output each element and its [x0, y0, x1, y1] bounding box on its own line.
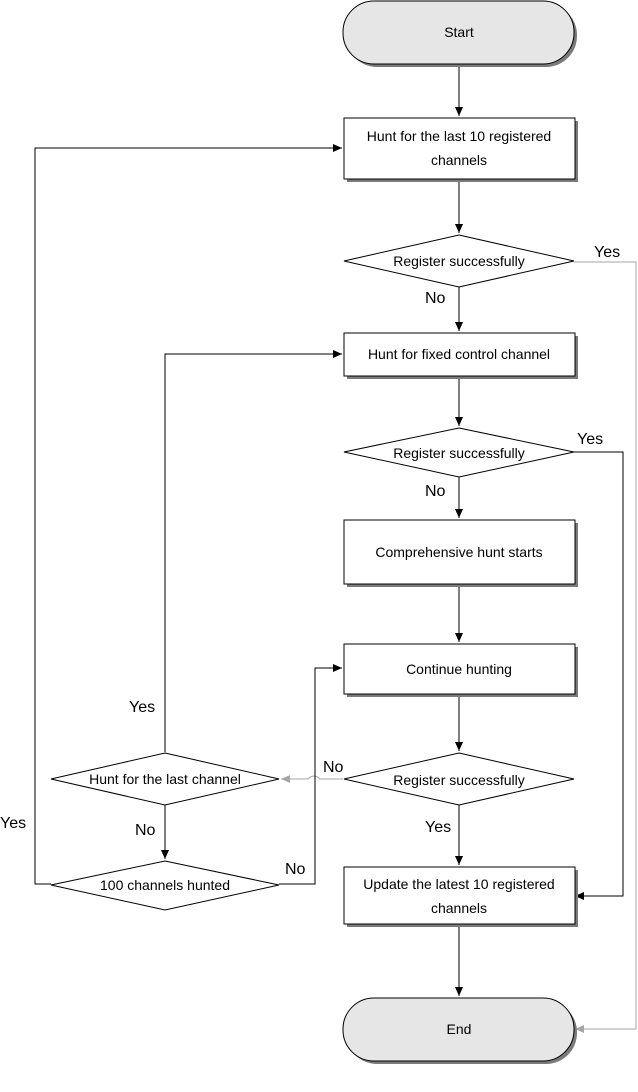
continue-label: Continue hunting — [406, 661, 512, 677]
hunt-last-10-label-line1: Hunt for the last 10 registered — [367, 128, 551, 144]
continue-hunting-box: Continue hunting — [343, 643, 578, 697]
hunt-last-10-label-line2: channels — [431, 152, 487, 168]
register-3-yes-label: Yes — [425, 819, 451, 836]
hunt-last-channel-decision: Hunt for the last channel — [50, 752, 280, 806]
edge-register-3-no — [281, 775, 343, 783]
hunt-last-channel-label: Hunt for the last channel — [89, 771, 241, 787]
update-label-line2: channels — [431, 900, 487, 916]
hunted-100-no-label: No — [285, 861, 306, 878]
comprehensive-label: Comprehensive hunt starts — [375, 544, 542, 560]
edge-register-1-yes — [574, 261, 637, 1033]
register-2-no-label: No — [425, 483, 446, 500]
register-1-yes-label: Yes — [594, 244, 620, 261]
hunted-100-label: 100 channels hunted — [100, 877, 230, 893]
edge-hunted-100-yes — [34, 144, 342, 885]
edge-hunted-100-no — [279, 664, 342, 885]
start-label: Start — [444, 24, 474, 40]
hunted-100-yes-label: Yes — [0, 815, 26, 832]
update-box: Update the latest 10 registered channels — [343, 866, 578, 927]
edge-register-2-yes — [574, 451, 624, 900]
update-label-line1: Update the latest 10 registered — [363, 876, 554, 892]
edge-labels: Yes No Yes No No Yes Yes No Yes No — [0, 244, 620, 878]
hunt-fixed-label: Hunt for fixed control channel — [368, 346, 550, 362]
register-3-label: Register successfully — [393, 772, 525, 788]
register-2-yes-label: Yes — [577, 431, 603, 448]
register-decision-3: Register successfully — [343, 752, 575, 806]
register-1-label: Register successfully — [393, 253, 525, 269]
register-3-no-label: No — [323, 759, 344, 776]
hunt-last-10-box: Hunt for the last 10 registered channels — [343, 117, 578, 182]
edge-last-channel-yes — [164, 350, 342, 752]
end-label: End — [447, 1021, 472, 1037]
comprehensive-hunt-box: Comprehensive hunt starts — [343, 519, 578, 587]
connectors — [34, 65, 637, 1033]
start-terminal: Start — [342, 0, 577, 67]
last-channel-no-label: No — [135, 822, 156, 839]
register-decision-2: Register successfully — [343, 427, 575, 478]
hunted-100-decision: 100 channels hunted — [50, 860, 280, 911]
register-2-label: Register successfully — [393, 445, 525, 461]
last-channel-yes-label: Yes — [129, 699, 155, 716]
end-terminal: End — [342, 997, 577, 1064]
register-1-no-label: No — [425, 290, 446, 307]
hunt-fixed-box: Hunt for fixed control channel — [343, 332, 578, 379]
register-decision-1: Register successfully — [343, 234, 575, 288]
